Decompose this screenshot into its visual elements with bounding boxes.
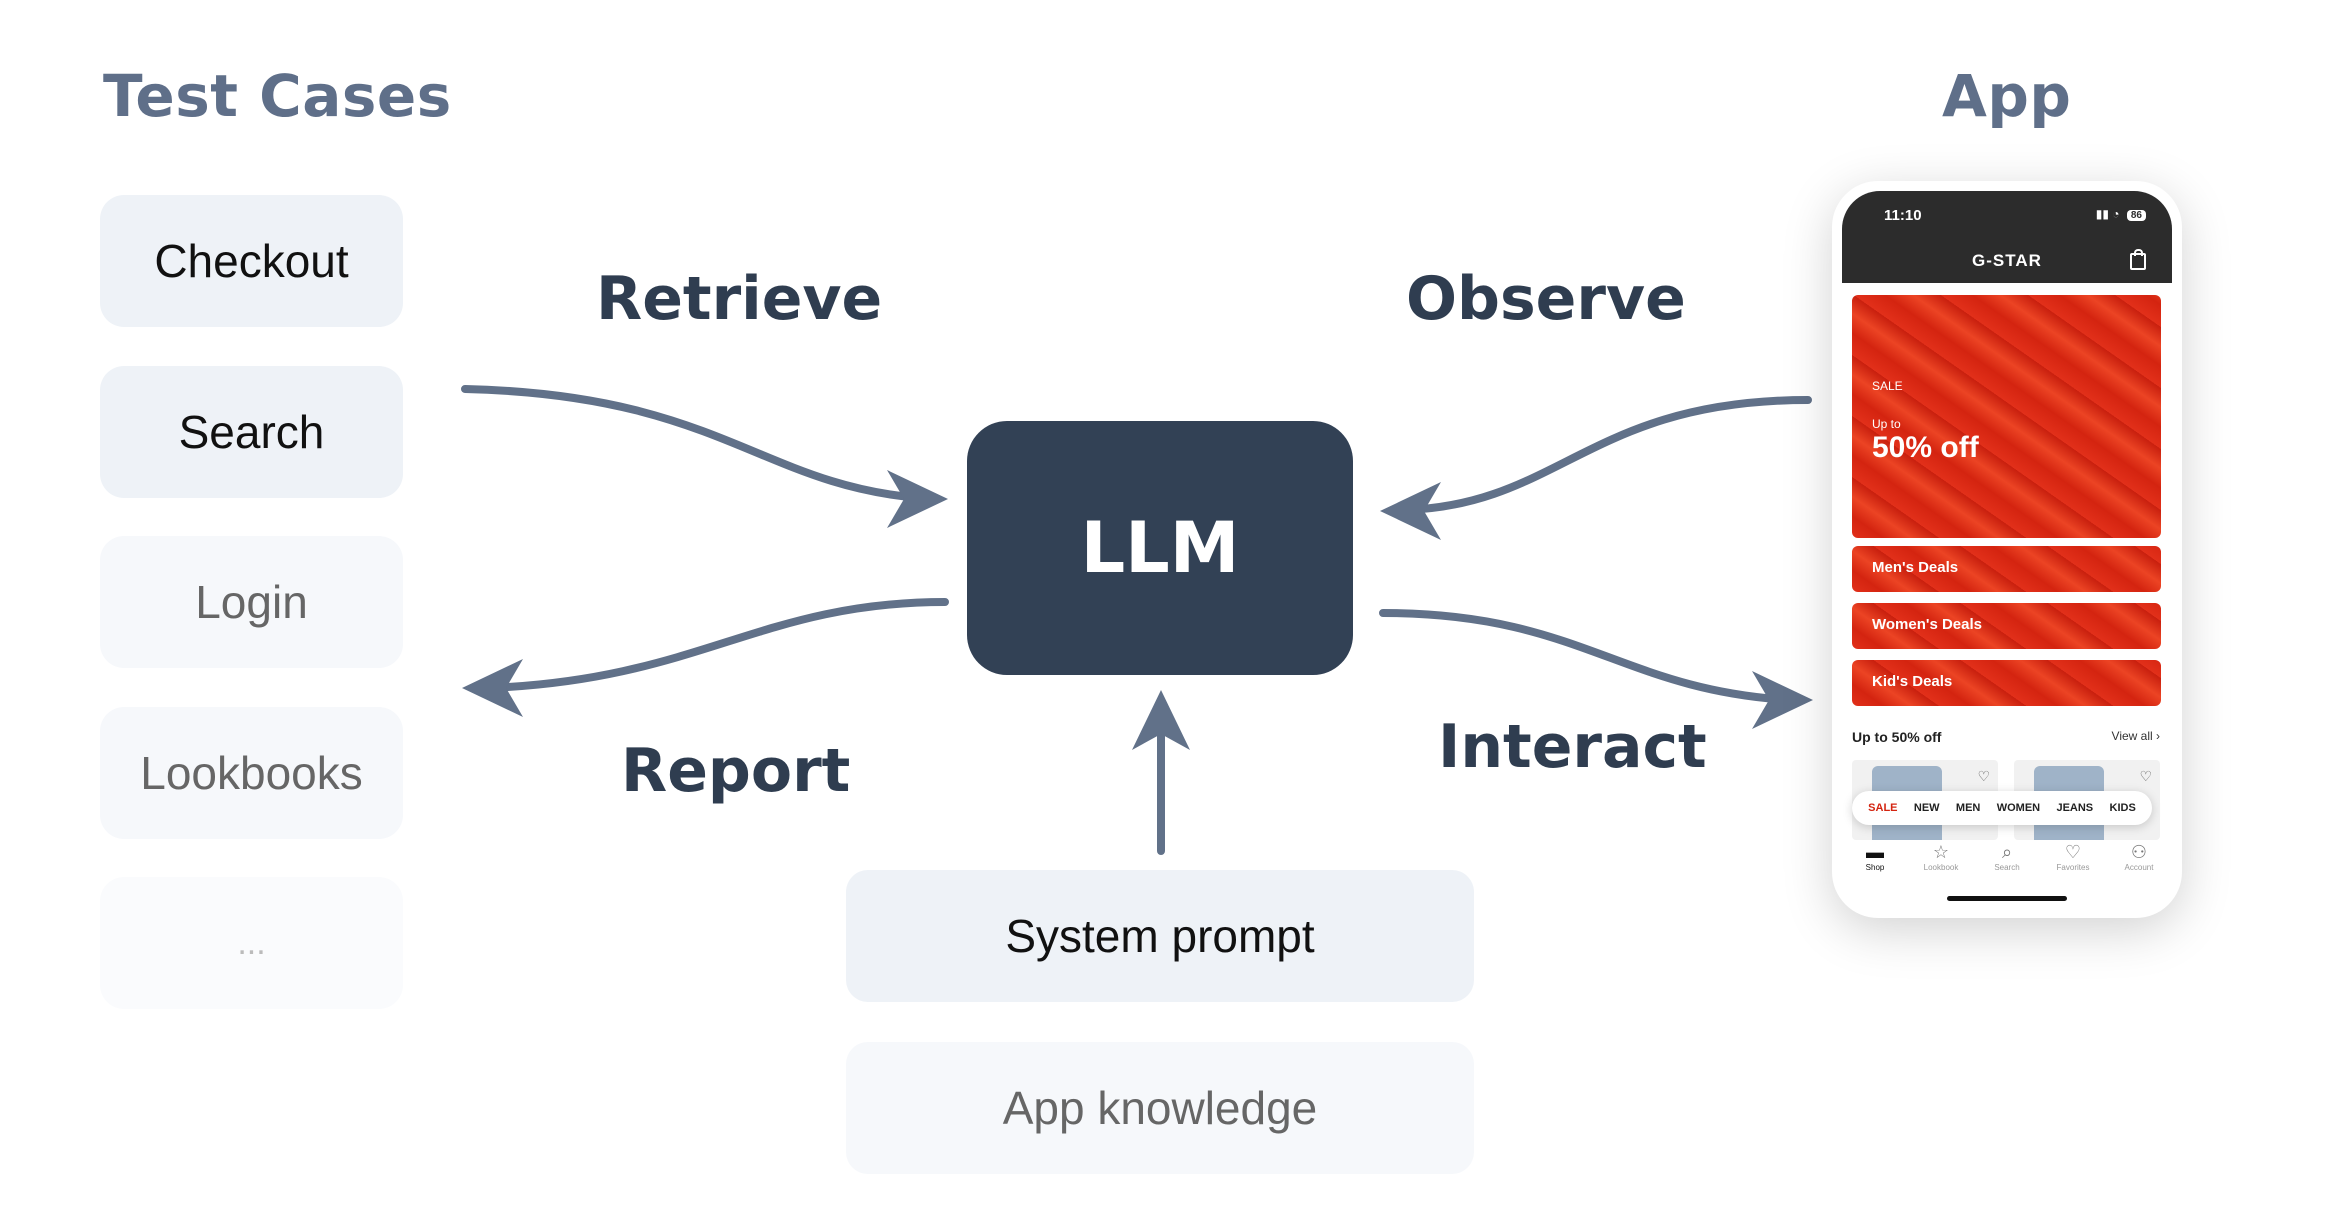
observe-arrowhead xyxy=(1380,482,1441,540)
tab-favorites[interactable]: ♡ Favorites xyxy=(2043,841,2103,891)
heart-icon[interactable]: ♡ xyxy=(1977,768,1990,784)
test-cases-heading: Test Cases xyxy=(103,62,452,130)
deal-label: Kid's Deals xyxy=(1872,673,1953,690)
account-icon: ⚇ xyxy=(2130,842,2148,862)
app-knowledge-box: App knowledge xyxy=(846,1042,1474,1174)
tab-label: Account xyxy=(2124,863,2154,872)
category-men[interactable]: MEN xyxy=(1955,802,1981,814)
tab-label: Search xyxy=(1994,863,2020,872)
tab-bar: ▬ Shop ☆ Lookbook ⌕ Search ♡ Favorites ⚇… xyxy=(1842,841,2172,891)
system-prompt-arrowhead xyxy=(1132,690,1190,750)
phone-mockup: 11:10 ▮▮ ◔ 86 G-STAR SALE Up to 50% off … xyxy=(1832,181,2182,918)
heart-icon[interactable]: ♡ xyxy=(2139,768,2152,784)
category-kids[interactable]: KIDS xyxy=(2109,802,2136,814)
heart-icon: ♡ xyxy=(2064,842,2082,862)
phone-screen: 11:10 ▮▮ ◔ 86 G-STAR SALE Up to 50% off … xyxy=(1842,191,2172,908)
observe-label: Observe xyxy=(1406,264,1686,334)
llm-box: LLM xyxy=(967,421,1353,675)
report-arrowhead xyxy=(462,659,523,717)
shop-icon: ▬ xyxy=(1866,842,1884,862)
tab-lookbook[interactable]: ☆ Lookbook xyxy=(1911,841,1971,891)
tab-label: Shop xyxy=(1865,863,1885,872)
deal-label: Men's Deals xyxy=(1872,559,1959,576)
search-icon: ⌕ xyxy=(2001,842,2013,862)
status-icons: ▮▮ ◔ 86 xyxy=(2096,207,2146,221)
report-label: Report xyxy=(621,736,851,806)
retrieve-label: Retrieve xyxy=(596,264,883,334)
sale-tag: SALE xyxy=(1872,379,1903,393)
test-case-lookbooks: Lookbooks xyxy=(100,707,403,839)
shopping-bag-icon[interactable] xyxy=(2130,249,2146,270)
test-case-search: Search xyxy=(100,366,403,498)
observe-arrow xyxy=(1401,396,1812,514)
battery-icon: 86 xyxy=(2126,210,2146,221)
category-jeans[interactable]: JEANS xyxy=(2056,802,2094,814)
report-arrow xyxy=(484,598,949,692)
retrieve-arrowhead xyxy=(887,470,948,528)
signal-icon: ▮▮ xyxy=(2095,207,2109,221)
kids-deals-button[interactable]: Kid's Deals xyxy=(1852,660,2161,706)
deal-label: Women's Deals xyxy=(1872,616,1982,633)
test-case-more: ... xyxy=(100,877,403,1009)
interact-arrowhead xyxy=(1752,671,1813,729)
system-prompt-box: System prompt xyxy=(846,870,1474,1002)
status-time: 11:10 xyxy=(1884,207,1922,224)
interact-label: Interact xyxy=(1438,712,1707,782)
view-all-link[interactable]: View all › xyxy=(2111,729,2160,743)
home-indicator xyxy=(1947,896,2067,901)
category-new[interactable]: NEW xyxy=(1913,802,1940,814)
tab-account[interactable]: ⚇ Account xyxy=(2109,841,2169,891)
category-women[interactable]: WOMEN xyxy=(1996,802,2041,814)
tab-shop[interactable]: ▬ Shop xyxy=(1845,841,1905,891)
retrieve-arrow xyxy=(461,385,924,502)
sale-upto: Up to xyxy=(1872,417,1901,431)
category-bar: SALE NEW MEN WOMEN JEANS KIDS xyxy=(1852,791,2152,825)
test-case-login: Login xyxy=(100,536,403,668)
sale-offer: 50% off xyxy=(1872,431,1979,464)
womens-deals-button[interactable]: Women's Deals xyxy=(1852,603,2161,649)
tab-search[interactable]: ⌕ Search xyxy=(1977,841,2037,891)
star-icon: ☆ xyxy=(1932,842,1950,862)
app-header: 11:10 ▮▮ ◔ 86 G-STAR xyxy=(1842,191,2172,283)
category-sale[interactable]: SALE xyxy=(1868,802,1898,814)
sale-banner[interactable]: SALE Up to 50% off xyxy=(1852,295,2161,538)
test-case-checkout: Checkout xyxy=(100,195,403,327)
tab-label: Lookbook xyxy=(1923,863,1959,872)
promo-title: Up to 50% off xyxy=(1852,729,1942,745)
app-heading: App xyxy=(1942,62,2072,130)
tab-label: Favorites xyxy=(2056,863,2090,872)
interact-arrow xyxy=(1379,609,1794,704)
brand-logo: G-STAR xyxy=(1972,251,2042,270)
mens-deals-button[interactable]: Men's Deals xyxy=(1852,546,2161,592)
wifi-icon: ◔ xyxy=(2112,207,2120,221)
